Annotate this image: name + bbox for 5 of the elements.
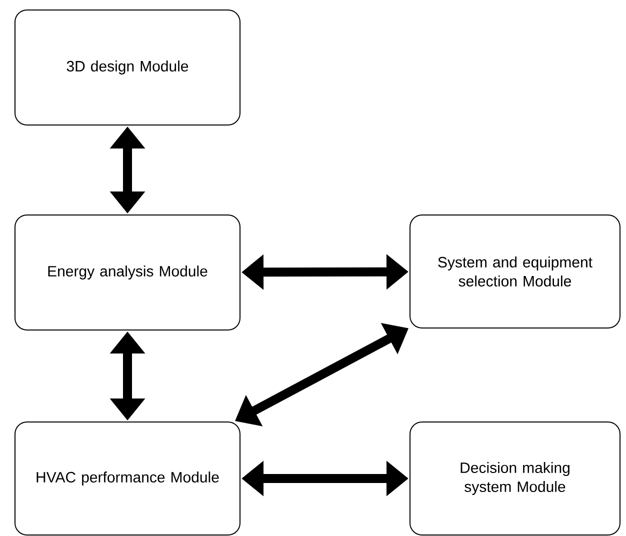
module-box: 3D design Module	[14, 10, 240, 126]
module-box: Decision making system Module	[410, 422, 620, 536]
module-box: Energy analysis Module	[14, 214, 240, 330]
module-box: System and equipment selection Module	[410, 214, 620, 328]
module-box: HVAC performance Module	[14, 422, 240, 536]
